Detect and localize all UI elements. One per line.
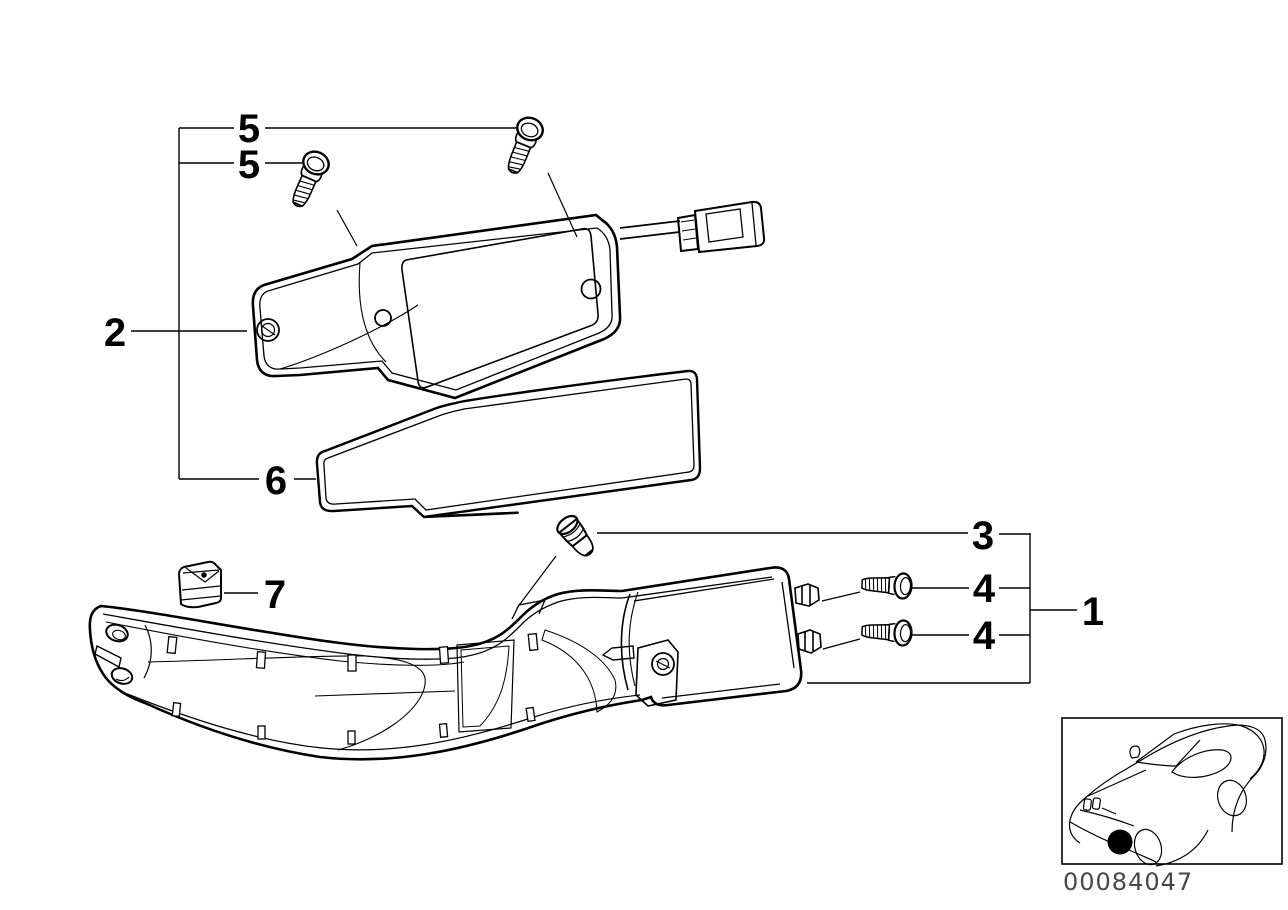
callout-4-lower[interactable]: 4 [973,614,996,658]
car-location-icon [1068,723,1267,867]
screw-part-5-left [283,146,334,213]
screw-part-4-lower [860,617,914,648]
callout-7[interactable]: 7 [264,573,286,617]
callout-5-upper[interactable]: 5 [238,107,260,151]
lamp-housing-part-2 [251,200,766,400]
car-location-inset: 00084047 [1061,717,1283,896]
callout-6[interactable]: 6 [265,459,287,503]
part-location-dot [1107,829,1133,855]
inset-border [1061,717,1283,865]
gasket-part-6 [315,369,702,519]
leader-lines [131,127,1077,684]
screw-part-4-upper [860,570,914,601]
clip-part-7 [177,560,222,609]
callout-1[interactable]: 1 [1082,590,1104,634]
bulb-part-3 [556,514,594,557]
image-code: 00084047 [1063,868,1193,896]
callout-5-lower[interactable]: 5 [238,143,260,187]
turn-signal-lamp-part-1 [88,566,822,761]
mounting-boss [601,639,679,707]
lens-clip-tabs [166,632,539,745]
callout-3[interactable]: 3 [972,514,994,558]
callout-4-upper[interactable]: 4 [973,567,996,611]
connector-cable [619,200,766,254]
lens-tip-details [94,623,152,685]
callout-2[interactable]: 2 [104,311,126,355]
reflector-areas [456,629,617,733]
screw-part-5-right [499,112,548,179]
housing-pins [794,583,822,654]
